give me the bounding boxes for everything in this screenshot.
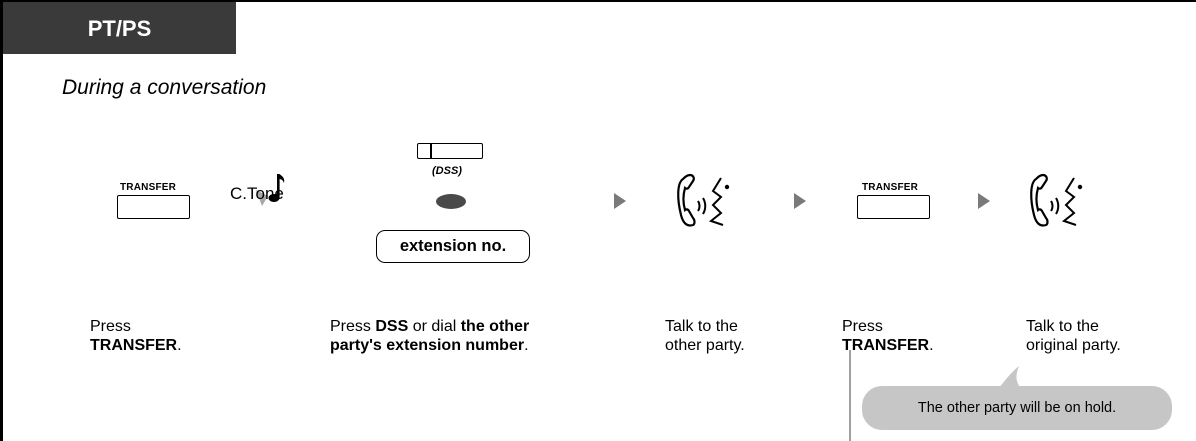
confirmation-tone-label: C.Tone: [230, 184, 284, 203]
play-arrow-icon: [794, 193, 806, 209]
frame-left-border: [0, 0, 3, 441]
transfer-key[interactable]: [117, 195, 190, 219]
dss-led-icon: [436, 194, 466, 209]
music-note-icon: [256, 174, 285, 206]
handset-talking-icon: [677, 173, 730, 227]
step-1-text: Press TRANSFER.: [90, 318, 182, 354]
dss-label: (DSS): [432, 165, 462, 177]
step-5-text: Talk to the original party.: [1026, 318, 1121, 354]
transfer-key-2[interactable]: [857, 195, 930, 219]
callout-connector-line: [849, 350, 851, 441]
play-arrow-icon: [978, 193, 990, 209]
section-tab-label: PT/PS: [87, 16, 152, 41]
transfer-key-label: TRANSFER: [120, 182, 177, 193]
dss-key[interactable]: [417, 143, 483, 159]
frame-top-border: [0, 0, 1196, 2]
hold-callout-text: The other party will be on hold.: [917, 400, 1117, 416]
extension-number-box: extension no.: [376, 230, 530, 263]
transfer-key-label-2: TRANSFER: [862, 182, 919, 193]
step-4-text: Press TRANSFER.: [842, 318, 934, 354]
step-2-text: Press DSS or dial the other party's exte…: [330, 318, 530, 354]
extension-number-label: extension no.: [399, 237, 507, 255]
callout-tail: [995, 366, 1025, 392]
procedure-subtitle: During a conversation: [62, 76, 267, 99]
section-tab: PT/PS: [3, 2, 236, 54]
handset-talking-icon: [1030, 173, 1083, 227]
play-arrow-icon: [614, 193, 626, 209]
hold-callout: The other party will be on hold.: [862, 386, 1172, 430]
step-3-text: Talk to the other party.: [665, 318, 745, 354]
